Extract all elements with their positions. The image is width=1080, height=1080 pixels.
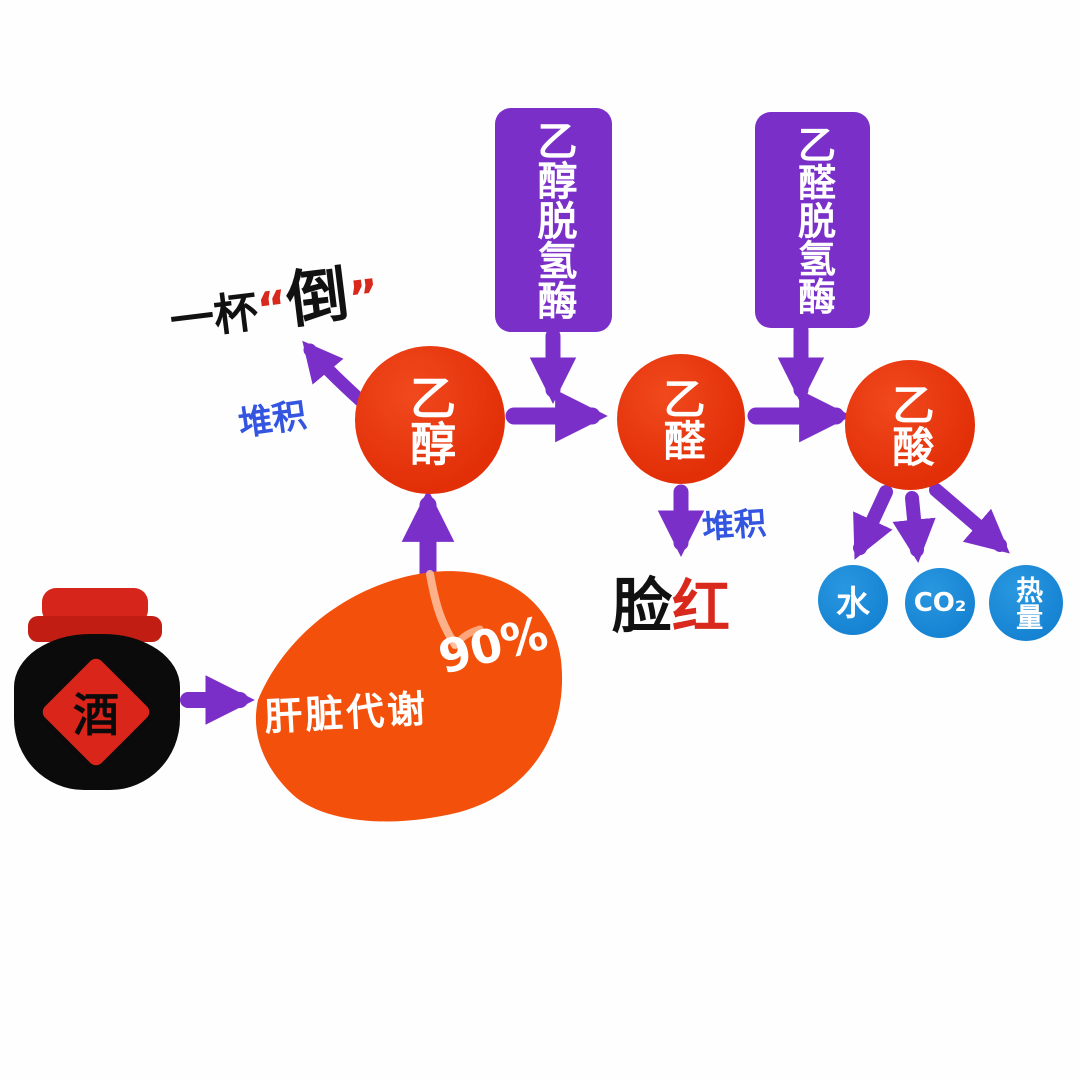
liver-body [255,571,563,822]
arrow-ethanol-accumulate [302,340,367,407]
node-heat: 热量 [989,565,1063,641]
arrow-acetic-to-co2 [892,491,936,563]
node-acetic-acid: 乙酸 [845,360,975,490]
node-co2: CO₂ [905,568,975,638]
red-flush-text: 红 [672,573,731,641]
face-red-label: 脸红 [612,558,730,645]
liver-crease-branch [451,625,484,649]
node-acetaldehyde: 乙醛 [617,354,745,484]
arrow-acetic-to-water [853,485,893,560]
enzyme-aldh-label: 乙醛脱氢酶 [791,125,836,315]
node-acetic-acid-label: 乙酸 [886,383,936,467]
enzyme-adh-label: 乙醇脱氢酶 [530,120,577,320]
accumulate-left-label: 堆积 [236,395,309,445]
node-ethanol-label: 乙醇 [403,374,458,466]
liver-metabolism-label: 肝脏代谢 [263,686,430,740]
wine-label: 酒 [73,688,119,742]
one-cup-text: 一杯 [167,286,261,348]
node-ethanol: 乙醇 [355,346,505,494]
face-text: 脸 [612,572,672,642]
node-water-label: 水 [836,583,870,624]
arrow-acetic-to-heat [929,483,1010,554]
accumulate-mid-label: 堆积 [700,503,768,547]
drunk-text: 倒 [282,257,353,338]
enzyme-box-aldh: 乙醛脱氢酶 [755,112,870,328]
node-water: 水 [818,565,888,635]
node-acetaldehyde-label: 乙醛 [657,377,707,461]
node-co2-label: CO₂ [913,588,967,618]
quote-close: ” [345,268,383,326]
node-heat-label: 热量 [1011,576,1043,630]
liver-crease [426,570,459,649]
enzyme-box-adh: 乙醇脱氢酶 [495,108,612,332]
